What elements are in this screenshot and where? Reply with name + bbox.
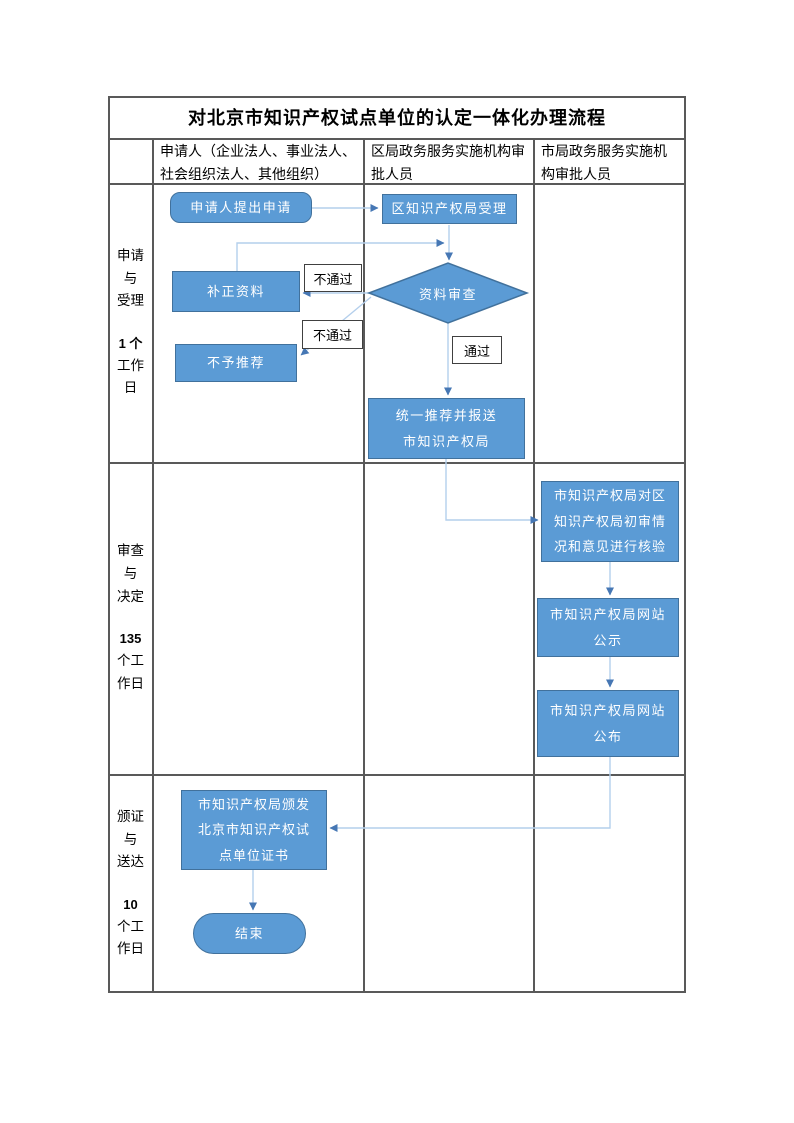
node-district-ipo-acceptance: 区知识产权局受理 — [382, 194, 517, 224]
grid-line-col1-col2 — [363, 138, 365, 993]
stage-name: 申请 与 受理 — [117, 247, 144, 309]
label-passed: 通过 — [452, 336, 502, 364]
grid-line-header-bottom — [109, 183, 685, 185]
stage-review-decision: 审查 与 决定 135 个工 作日 — [109, 462, 152, 774]
node-municipal-verification: 市知识产权局对区 知识产权局初审情 况和意见进行核验 — [541, 481, 679, 562]
stage-name: 颁证 与 送达 — [117, 808, 144, 870]
grid-line-row2-bottom — [109, 774, 685, 776]
column-header-district-staff: 区局政务服务实施机构审 批人员 — [371, 145, 525, 183]
node-submit-application: 申请人提出申请 — [170, 192, 312, 223]
node-issue-certificate: 市知识产权局颁发 北京市知识产权试 点单位证书 — [181, 790, 327, 870]
grid-line-col2-col3 — [533, 138, 535, 993]
stage-duration-number: 10 — [123, 896, 138, 912]
node-end: 结束 — [193, 913, 306, 954]
stage-duration-unit: 个工 作日 — [117, 918, 144, 957]
table-outer-border — [108, 96, 686, 993]
column-header-municipal-staff: 市局政务服务实施机 构审批人员 — [541, 145, 667, 183]
stage-duration-number: 1 个 — [118, 335, 143, 351]
column-header-applicant: 申请人（企业法人、事业法人、 社会组织法人、其他组织） — [160, 145, 356, 183]
node-website-publicity: 市知识产权局网站 公示 — [537, 598, 679, 657]
node-website-announcement: 市知识产权局网站 公布 — [537, 690, 679, 757]
grid-line-title-bottom — [109, 138, 685, 140]
stage-duration-unit: 个工 作日 — [117, 653, 144, 691]
node-no-recommendation: 不予推荐 — [175, 344, 297, 382]
node-supplement-materials: 补正资料 — [172, 271, 300, 312]
page-title: 对北京市知识产权试点单位的认定一体化办理流程 — [188, 108, 606, 128]
grid-line-stage-col — [152, 138, 154, 993]
stage-duration-number: 135 — [119, 631, 142, 647]
node-unified-recommendation: 统一推荐并报送 市知识产权局 — [368, 398, 525, 459]
node-material-review: 资料审查 — [418, 286, 477, 302]
label-not-passed-top: 不通过 — [304, 264, 362, 292]
stage-certificate-delivery: 颁证 与 送达 10 个工 作日 — [109, 774, 152, 993]
stage-name: 审查 与 决定 — [117, 543, 144, 604]
label-not-passed-bottom: 不通过 — [302, 320, 363, 349]
stage-application-acceptance: 申请 与 受理 1 个 工作 日 — [109, 183, 152, 462]
stage-duration-unit: 工作 日 — [117, 357, 144, 396]
grid-line-row1-bottom — [109, 462, 685, 464]
